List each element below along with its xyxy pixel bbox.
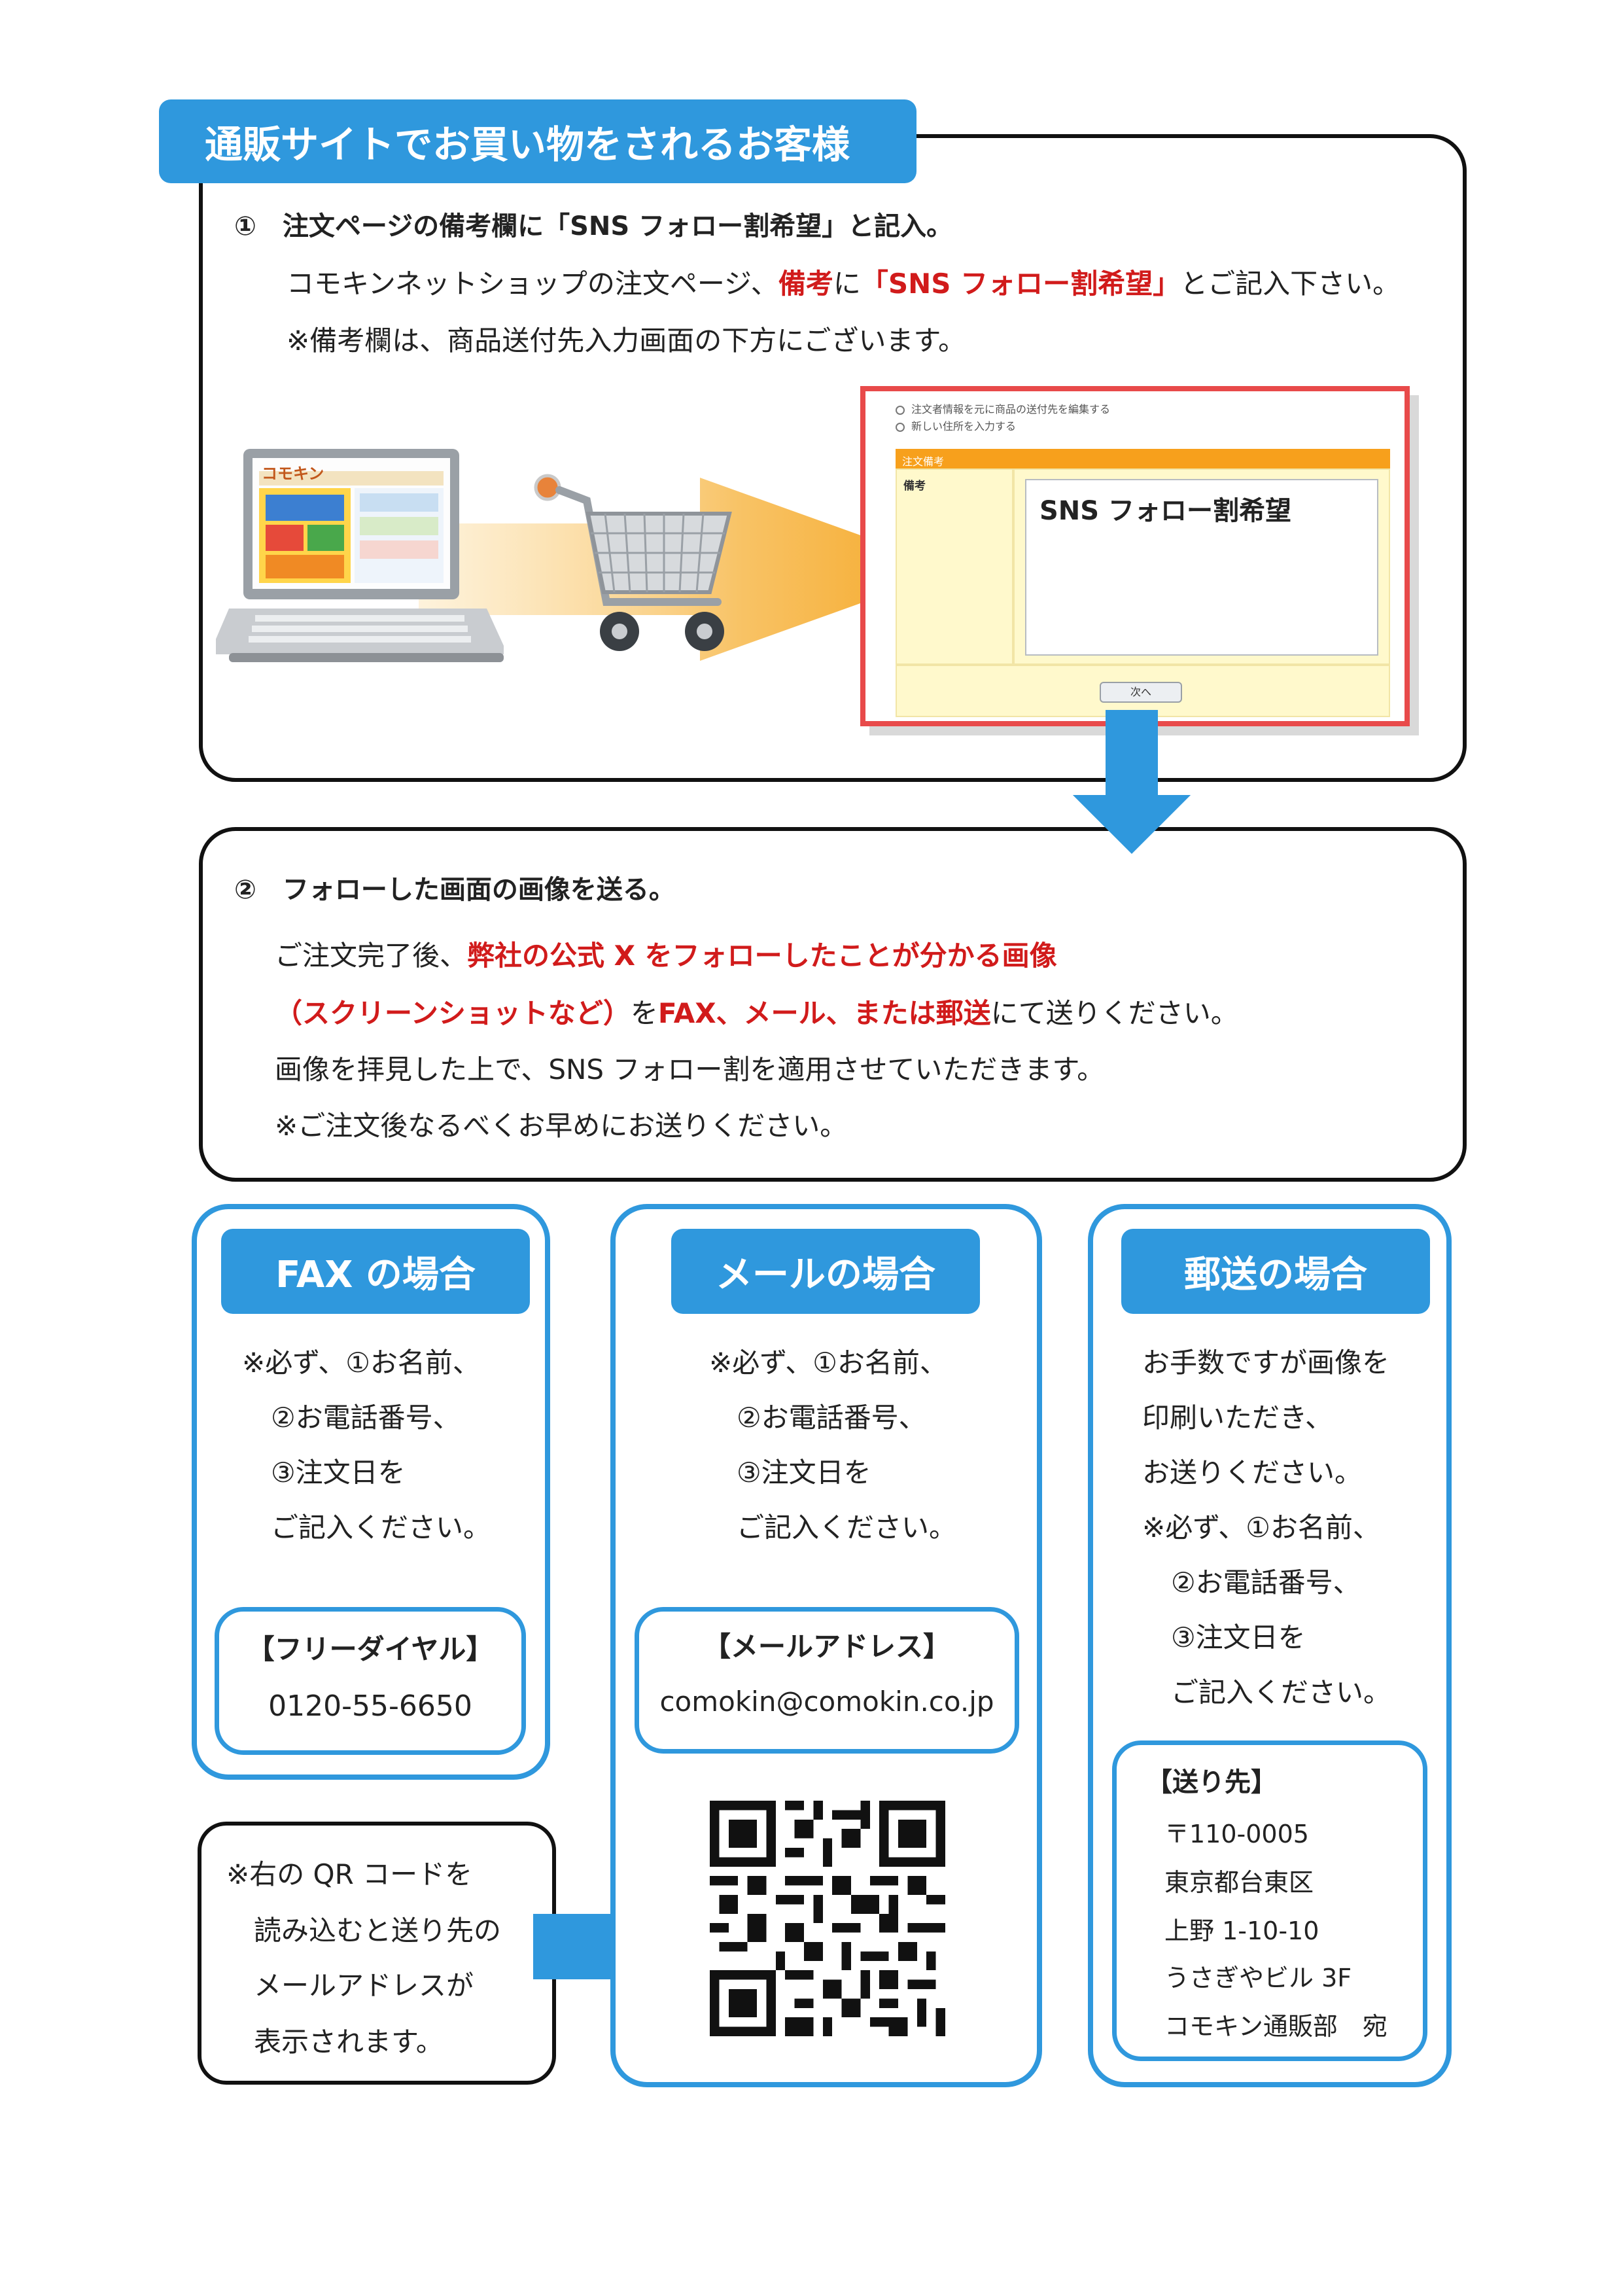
mail-line-2: ②お電話番号、: [737, 1402, 926, 1434]
fax-line-2: ②お電話番号、: [271, 1402, 461, 1434]
form-option-1: 注文者情報を元に商品の送付先を編集する: [896, 400, 1110, 416]
next-button-label: 次へ: [1130, 686, 1151, 698]
step2-line1-a: ご注文完了後、: [275, 940, 468, 972]
step2-line2-d: にて送りください。: [990, 997, 1238, 1029]
form-option-2-label: 新しい住所を入力する: [911, 420, 1017, 433]
step2-line2: （スクリーンショットなど）をFAX、メール、または郵送にて送りください。: [275, 1000, 1238, 1027]
laptop-icon: [216, 449, 504, 662]
qr-note-line-3: メールアドレスが: [254, 1969, 474, 2002]
post-title-text: 郵送の場合: [1184, 1253, 1367, 1296]
form-option-2: 新しい住所を入力する: [896, 417, 1016, 433]
post-title: 郵送の場合: [1121, 1229, 1430, 1314]
section-title: 通販サイトでお買い物をされるお客様: [159, 99, 916, 183]
fax-line-1: ※必ず、①お名前、: [242, 1347, 480, 1379]
step1-line2: ※備考欄は、商品送付先入力画面の下方にございます。: [287, 325, 966, 357]
mail-contact-value[interactable]: comokin@comokin.co.jp: [659, 1686, 994, 1718]
radio-icon: [896, 405, 905, 415]
form-section-label: 注文備考: [902, 455, 945, 468]
post-address-line-5: コモキン通販部 宛: [1164, 2012, 1387, 2041]
down-arrow-head-icon: [1073, 795, 1191, 854]
form-option-1-label: 注文者情報を元に商品の送付先を編集する: [911, 403, 1111, 415]
step1-heading: ① 注文ページの備考欄に「SNS フォロー割希望」と記入。: [234, 211, 953, 241]
form-section-header: 注文備考: [896, 449, 1390, 468]
section-title-text: 通販サイトでお買い物をされるお客様: [205, 122, 850, 167]
post-line-2: 印刷いただき、: [1142, 1402, 1333, 1434]
qr-note-line-1: ※右の QR コードを: [226, 1858, 473, 1890]
remarks-textarea-value: SNS フォロー割希望: [1039, 496, 1292, 526]
post-line-1: お手数ですが画像を: [1142, 1347, 1390, 1379]
qr-note-line-2: 読み込むと送り先の: [254, 1915, 502, 1947]
form-label-cell: 備考: [896, 468, 1013, 665]
post-address-label: 【送り先】: [1146, 1767, 1277, 1797]
mail-line-4: ご記入ください。: [737, 1511, 957, 1544]
mail-line-3: ③注文日を: [737, 1457, 871, 1489]
radio-icon: [896, 422, 905, 432]
next-button[interactable]: 次へ: [1100, 682, 1182, 703]
step1-line1: コモキンネットショップの注文ページ、備考に「SNS フォロー割希望」とご記入下さ…: [287, 270, 1400, 298]
mail-contact-box: [635, 1607, 1019, 1754]
post-line-5: ②お電話番号、: [1171, 1566, 1361, 1598]
qr-code-icon[interactable]: [710, 1801, 945, 2036]
step1-line1-d: 「SNS フォロー割希望」: [860, 268, 1181, 300]
form-label: 備考: [903, 480, 926, 493]
step2-line1-b: 弊社の公式 X をフォローしたことが分かる画像: [467, 940, 1057, 972]
step2-line2-b: を: [630, 997, 658, 1029]
fax-title-text: FAX の場合: [275, 1253, 476, 1296]
post-line-4: ※必ず、①お名前、: [1142, 1511, 1380, 1544]
step2-line2-a: （スクリーンショットなど）: [275, 997, 631, 1029]
post-line-3: お送りください。: [1142, 1457, 1363, 1489]
post-line-7: ご記入ください。: [1171, 1676, 1391, 1708]
mail-title-text: メールの場合: [716, 1253, 935, 1296]
step1-line1-b: 備考: [778, 268, 833, 300]
step2-line1: ご注文完了後、弊社の公式 X をフォローしたことが分かる画像: [275, 942, 1057, 970]
post-address-line-2: 東京都台東区: [1164, 1868, 1314, 1897]
order-form-screenshot: 注文者情報を元に商品の送付先を編集する 新しい住所を入力する 注文備考 備考 S…: [860, 386, 1410, 726]
remarks-textarea[interactable]: SNS フォロー割希望: [1025, 479, 1378, 656]
step2-line4: ※ご注文後なるべくお早めにお送りください。: [275, 1110, 848, 1142]
post-address-line-3: 上野 1-10-10: [1164, 1916, 1319, 1945]
step1-line1-e: とご記入下さい。: [1180, 268, 1401, 300]
fax-line-3: ③注文日を: [271, 1457, 406, 1489]
fax-line-4: ご記入ください。: [271, 1511, 491, 1544]
post-address-line-4: うさぎやビル 3F: [1164, 1964, 1352, 1992]
post-address-box: [1112, 1740, 1427, 2061]
mail-contact-label: 【メールアドレス】: [703, 1631, 951, 1663]
qr-note-line-4: 表示されます。: [254, 2026, 444, 2058]
step2-heading: ② フォローした画面の画像を送る。: [234, 875, 675, 905]
fax-contact-value: 0120-55-6650: [268, 1689, 472, 1723]
mail-title: メールの場合: [671, 1229, 980, 1314]
post-address-line-1: 〒110-0005: [1164, 1820, 1309, 1848]
mail-line-1: ※必ず、①お名前、: [709, 1347, 947, 1379]
fax-title: FAX の場合: [221, 1229, 530, 1314]
laptop-logo: コモキン: [262, 465, 324, 483]
step1-line1-a: コモキンネットショップの注文ページ、: [287, 268, 778, 300]
step2-line2-c: FAX、メール、または郵送: [657, 997, 991, 1029]
qr-note-box: [198, 1822, 556, 2085]
step2-line3: 画像を拝見した上で、SNS フォロー割を適用させていただきます。: [275, 1053, 1105, 1086]
post-line-6: ③注文日を: [1171, 1621, 1306, 1653]
step1-line1-c: に: [833, 268, 861, 300]
fax-contact-box: [215, 1607, 526, 1755]
fax-contact-label: 【フリーダイヤル】: [247, 1633, 494, 1665]
step2-panel: [199, 827, 1467, 1182]
shopping-cart-icon: [534, 474, 732, 651]
